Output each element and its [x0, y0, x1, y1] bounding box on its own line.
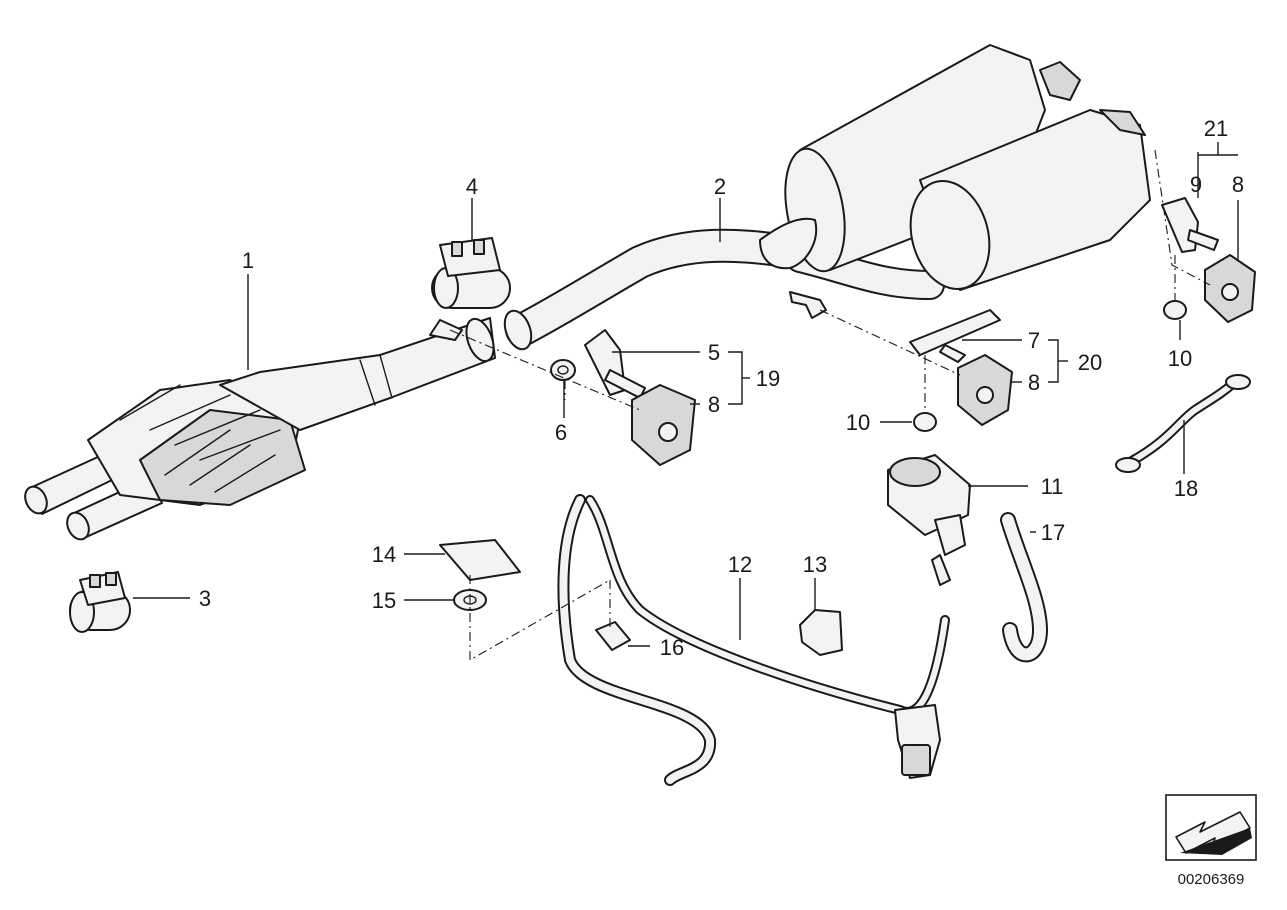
part-8-rubber-mount-c[interactable]: [1204, 254, 1256, 323]
part-3-clamp[interactable]: [69, 571, 131, 633]
callout-1: 1: [242, 248, 254, 273]
assembly-lines: [449, 149, 1211, 661]
callout-21: 21: [1204, 116, 1228, 141]
callout-20: 20: [1078, 350, 1102, 375]
callout-13: 13: [803, 552, 827, 577]
callout-16: 16: [660, 635, 684, 660]
callout-14: 14: [372, 542, 396, 567]
part-14-bracket[interactable]: [439, 539, 521, 581]
leader-lines: [133, 142, 1239, 647]
callout-11: 11: [1041, 474, 1064, 499]
callout-19: 19: [756, 366, 780, 391]
callout-5: 5: [708, 340, 720, 365]
callout-15: 15: [372, 588, 396, 613]
callout-3: 3: [199, 586, 211, 611]
diagram-reference-number: 00206369: [1178, 871, 1245, 888]
callout-17: 17: [1041, 520, 1065, 545]
part-4-clamp[interactable]: [431, 237, 511, 309]
callout-8-b: 8: [1028, 370, 1040, 395]
part-18-ground-cable[interactable]: [1115, 374, 1251, 473]
part-5-bracket[interactable]: [584, 329, 646, 399]
part-9-bracket[interactable]: [1161, 197, 1219, 253]
navigation-arrow-icon[interactable]: [1165, 794, 1257, 861]
callout-labels: 1 2 3 4 5 6 8 19 7 8 20 10 21 9 8 10 18 …: [199, 116, 1244, 660]
part-8-rubber-mount-a[interactable]: [631, 384, 696, 466]
callout-6: 6: [555, 420, 567, 445]
part-11-vacuum-actuator[interactable]: [887, 454, 971, 586]
callout-8-a: 8: [708, 392, 720, 417]
part-8-rubber-mount-b[interactable]: [957, 354, 1013, 426]
part-16-clip[interactable]: [595, 621, 631, 651]
part-10-nut-a[interactable]: [913, 412, 937, 432]
part-17-hose[interactable]: [1000, 512, 1048, 663]
callout-12: 12: [728, 552, 752, 577]
callout-8-c: 8: [1232, 172, 1244, 197]
callout-10-b: 10: [1168, 346, 1192, 371]
callout-9: 9: [1190, 172, 1202, 197]
part-7-bracket[interactable]: [909, 309, 1001, 363]
part-13-clip[interactable]: [799, 609, 843, 656]
callout-7: 7: [1028, 328, 1040, 353]
callout-10-a: 10: [846, 410, 870, 435]
part-2-rear-silencer[interactable]: [500, 44, 1151, 353]
callout-18: 18: [1174, 476, 1198, 501]
callout-2: 2: [714, 174, 726, 199]
part-1-front-pipe-catalytic-converter[interactable]: [21, 315, 499, 543]
part-12-hose-line[interactable]: [557, 494, 950, 786]
callout-4: 4: [466, 174, 478, 199]
part-10-nut-b[interactable]: [1163, 300, 1187, 320]
